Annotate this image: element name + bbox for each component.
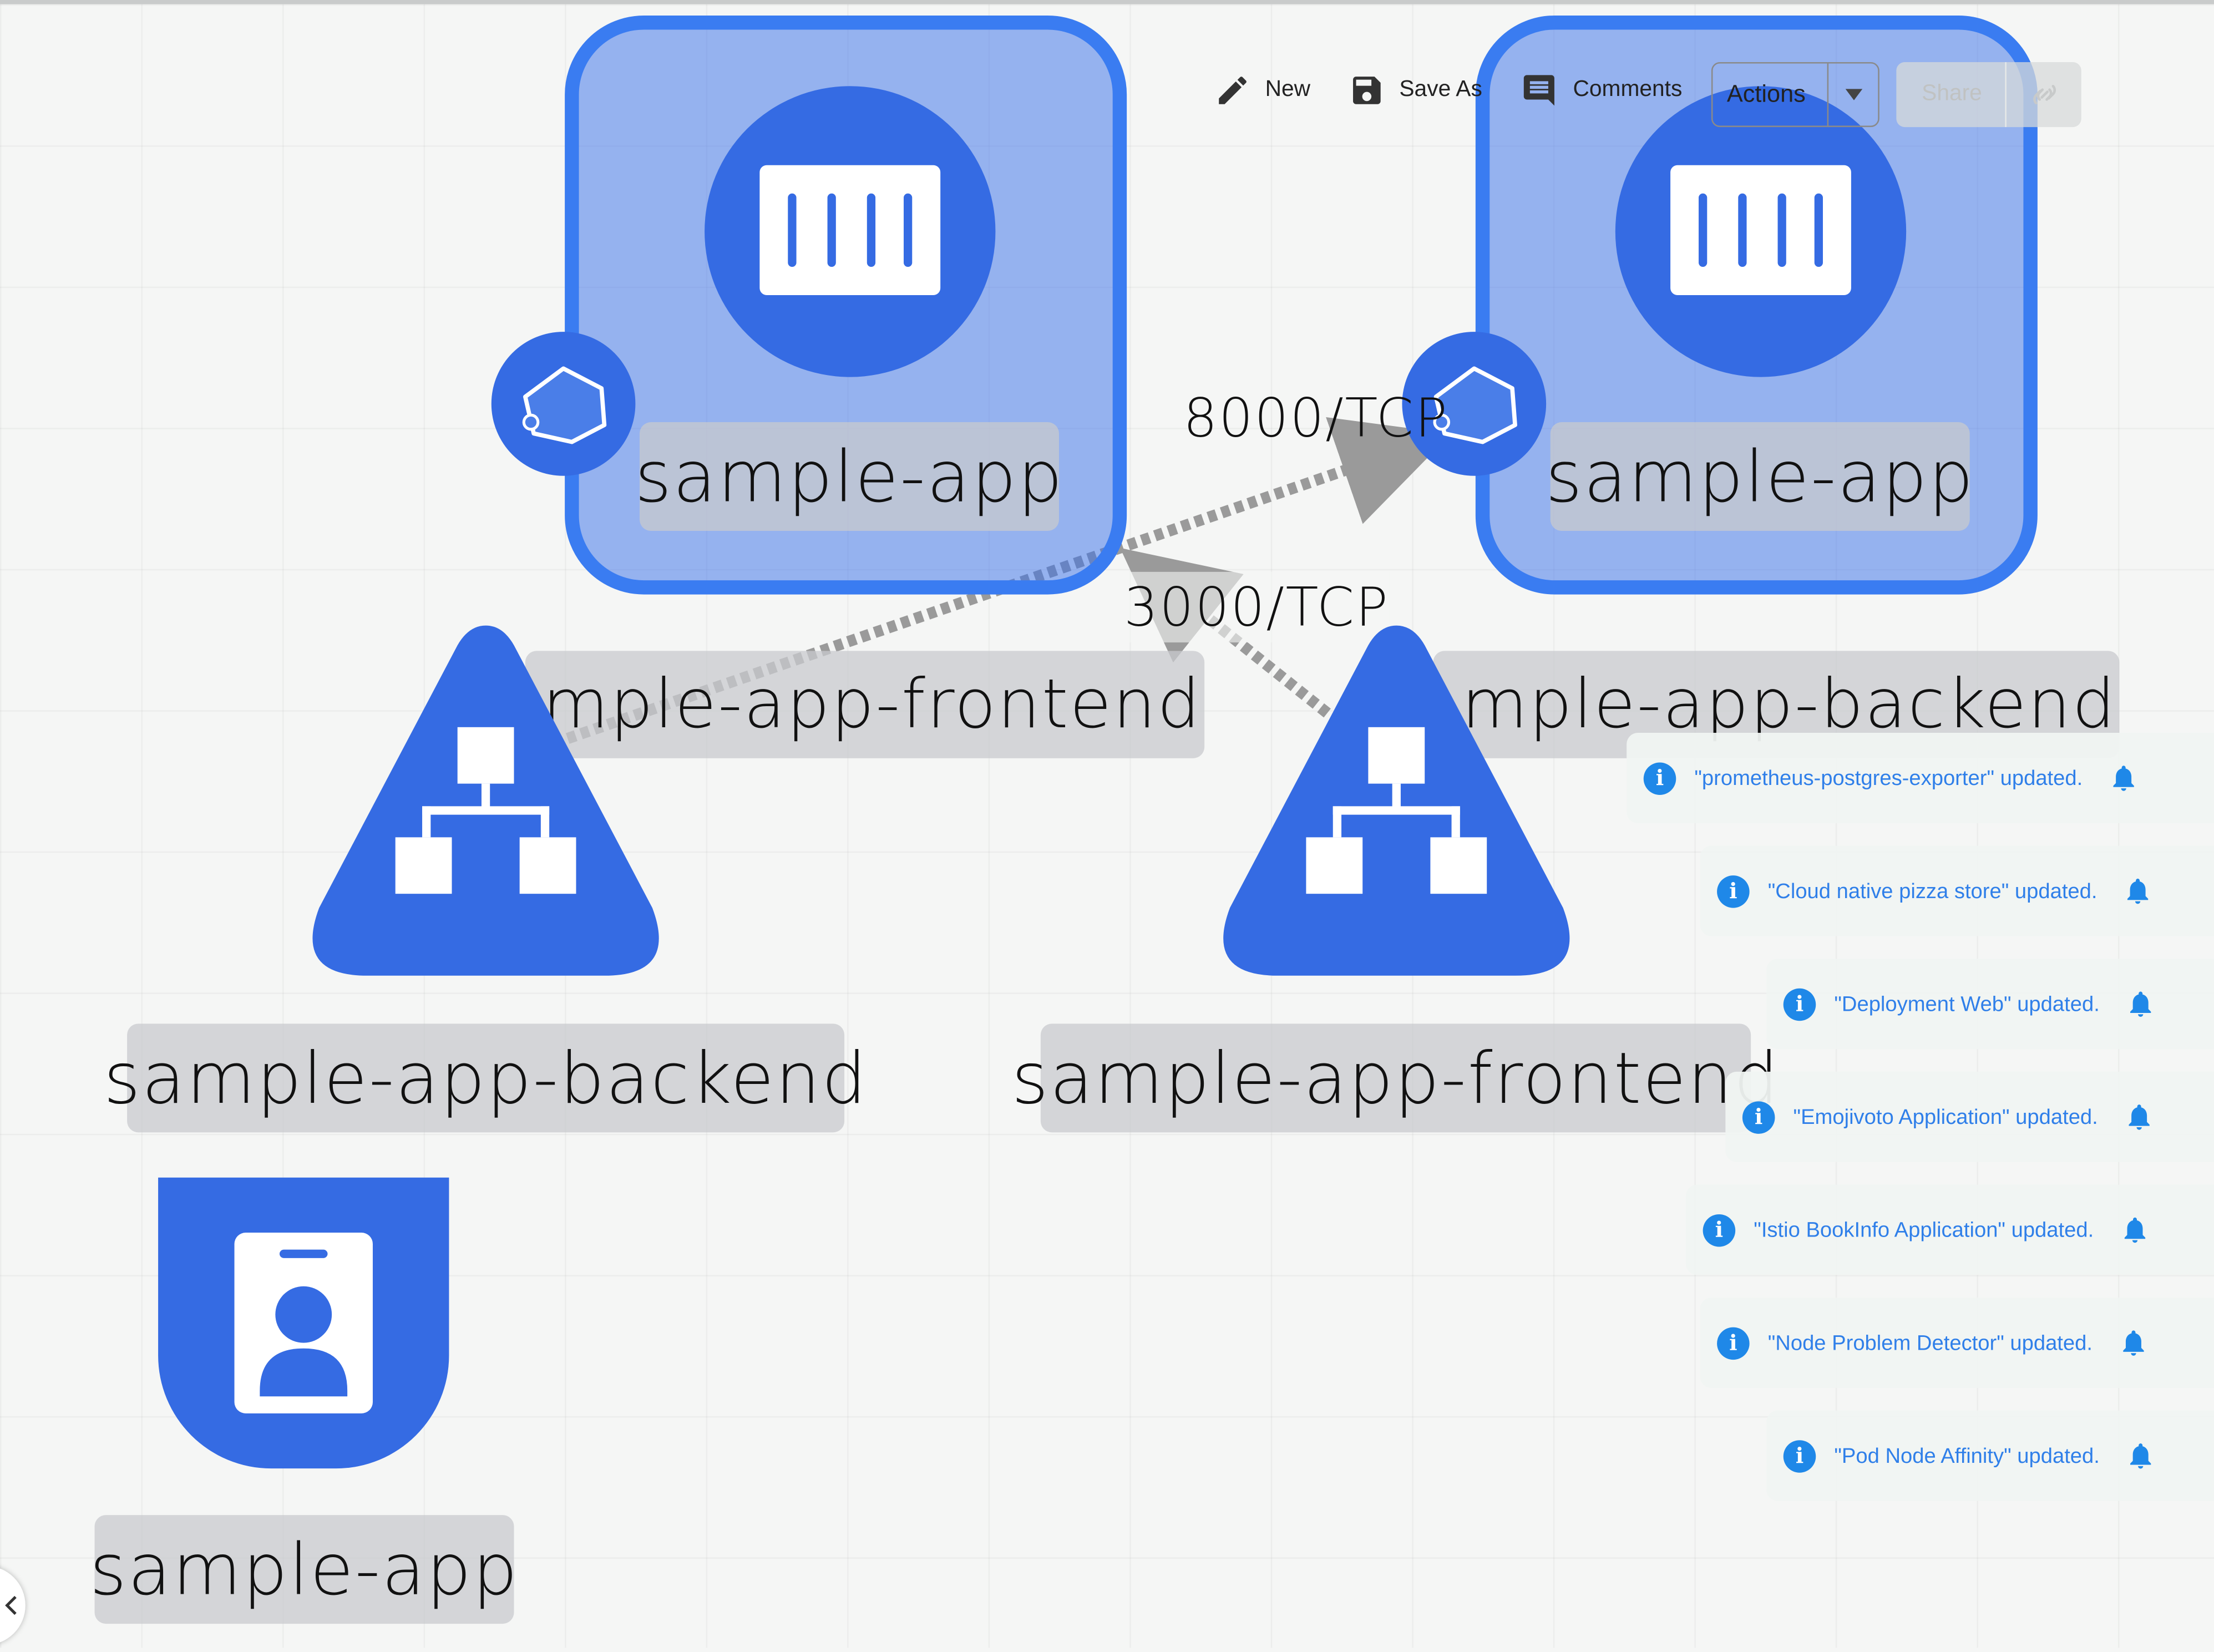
service-badge-right[interactable] — [1402, 332, 1547, 476]
info-icon: i — [1703, 1213, 1736, 1246]
info-icon: i — [1717, 874, 1750, 908]
comment-icon — [1523, 75, 1554, 106]
floppy-disk-icon — [1353, 77, 1381, 104]
info-icon: i — [1783, 987, 1816, 1020]
notification-text: "Emojivoto Application" updated. — [1793, 1104, 2098, 1129]
deployment-left-label: sample-app — [635, 422, 1062, 531]
notification-text: "Istio BookInfo Application" updated. — [1754, 1218, 2094, 1242]
notification-item[interactable]: i "Node Problem Detector" updated. — [1700, 1298, 2214, 1389]
new-button[interactable]: New — [1214, 72, 1310, 109]
bell-icon[interactable] — [2118, 1326, 2149, 1360]
bell-icon[interactable] — [2125, 1439, 2156, 1473]
bell-icon[interactable] — [2125, 987, 2156, 1021]
bell-icon[interactable] — [2108, 761, 2139, 795]
actions-divider — [1827, 63, 1829, 126]
deployment-icon — [759, 165, 941, 295]
edge-8000-tcp[interactable] — [565, 417, 1451, 744]
info-icon: i — [1717, 1326, 1750, 1359]
share-button[interactable]: Share — [1896, 62, 2081, 128]
notification-item[interactable]: i "Pod Node Affinity" updated. — [1766, 1410, 2214, 1501]
service-left-label: sample-app-backend — [104, 1023, 867, 1133]
deployment-icon — [1670, 165, 1851, 295]
info-icon: i — [1643, 762, 1676, 794]
share-divider — [2005, 62, 2007, 128]
service-node-right[interactable] — [1219, 625, 1574, 981]
network-topology-icon — [395, 727, 576, 894]
notification-text: "Pod Node Affinity" updated. — [1834, 1443, 2100, 1468]
notification-text: "Cloud native pizza store" updated. — [1767, 879, 2098, 903]
edge-label-3000: 3000/TCP — [1124, 571, 1390, 643]
edge-label-8000: 8000/TCP — [1183, 387, 1449, 449]
bell-icon[interactable] — [2119, 1213, 2150, 1246]
notification-item[interactable]: i "Emojivoto Application" updated. — [1725, 1071, 2214, 1162]
serviceaccount-node[interactable] — [158, 1177, 449, 1469]
network-topology-icon — [1306, 727, 1487, 894]
pentagon-icon — [522, 366, 607, 444]
save-as-button[interactable]: Save As — [1349, 72, 1482, 109]
bell-icon[interactable] — [2124, 1100, 2155, 1134]
notification-item[interactable]: i "prometheus-postgres-exporter" updated… — [1627, 733, 2214, 823]
notification-item[interactable]: i "Deployment Web" updated. — [1766, 959, 2214, 1050]
bell-icon[interactable] — [2122, 874, 2154, 908]
service-node-left[interactable] — [308, 625, 663, 981]
deployment-node-right-circle — [1615, 86, 1907, 377]
deployment-left-sublabel: sample-app-frontend — [463, 651, 1205, 758]
deployment-right-label: sample-app — [1546, 422, 1973, 531]
chevron-left-icon — [5, 1595, 17, 1615]
service-right-label: sample-app-frontend — [1012, 1023, 1779, 1133]
deployment-node-left-circle — [705, 86, 996, 377]
link-icon[interactable] — [2026, 78, 2063, 112]
share-label: Share — [1922, 82, 1982, 106]
serviceaccount-label: sample-app — [90, 1515, 518, 1624]
pencil-icon — [1219, 77, 1247, 104]
notification-text: "Deployment Web" updated. — [1834, 992, 2100, 1016]
pentagon-icon — [1433, 366, 1517, 444]
service-badge-left[interactable] — [491, 332, 636, 476]
info-icon: i — [1783, 1439, 1816, 1472]
notification-item[interactable]: i "Cloud native pizza store" updated. — [1700, 845, 2214, 936]
actions-label: Actions — [1726, 80, 1806, 108]
actions-dropdown[interactable]: Actions — [1711, 62, 1879, 128]
notification-text: "prometheus-postgres-exporter" updated. — [1694, 766, 2083, 790]
comments-button[interactable]: Comments — [1519, 72, 1682, 109]
notification-text: "Node Problem Detector" updated. — [1767, 1330, 2093, 1355]
caret-down-icon[interactable] — [1844, 88, 1864, 102]
info-icon: i — [1742, 1101, 1775, 1133]
notification-item[interactable]: i "Istio BookInfo Application" updated. — [1686, 1184, 2214, 1275]
id-badge-icon — [234, 1233, 373, 1413]
